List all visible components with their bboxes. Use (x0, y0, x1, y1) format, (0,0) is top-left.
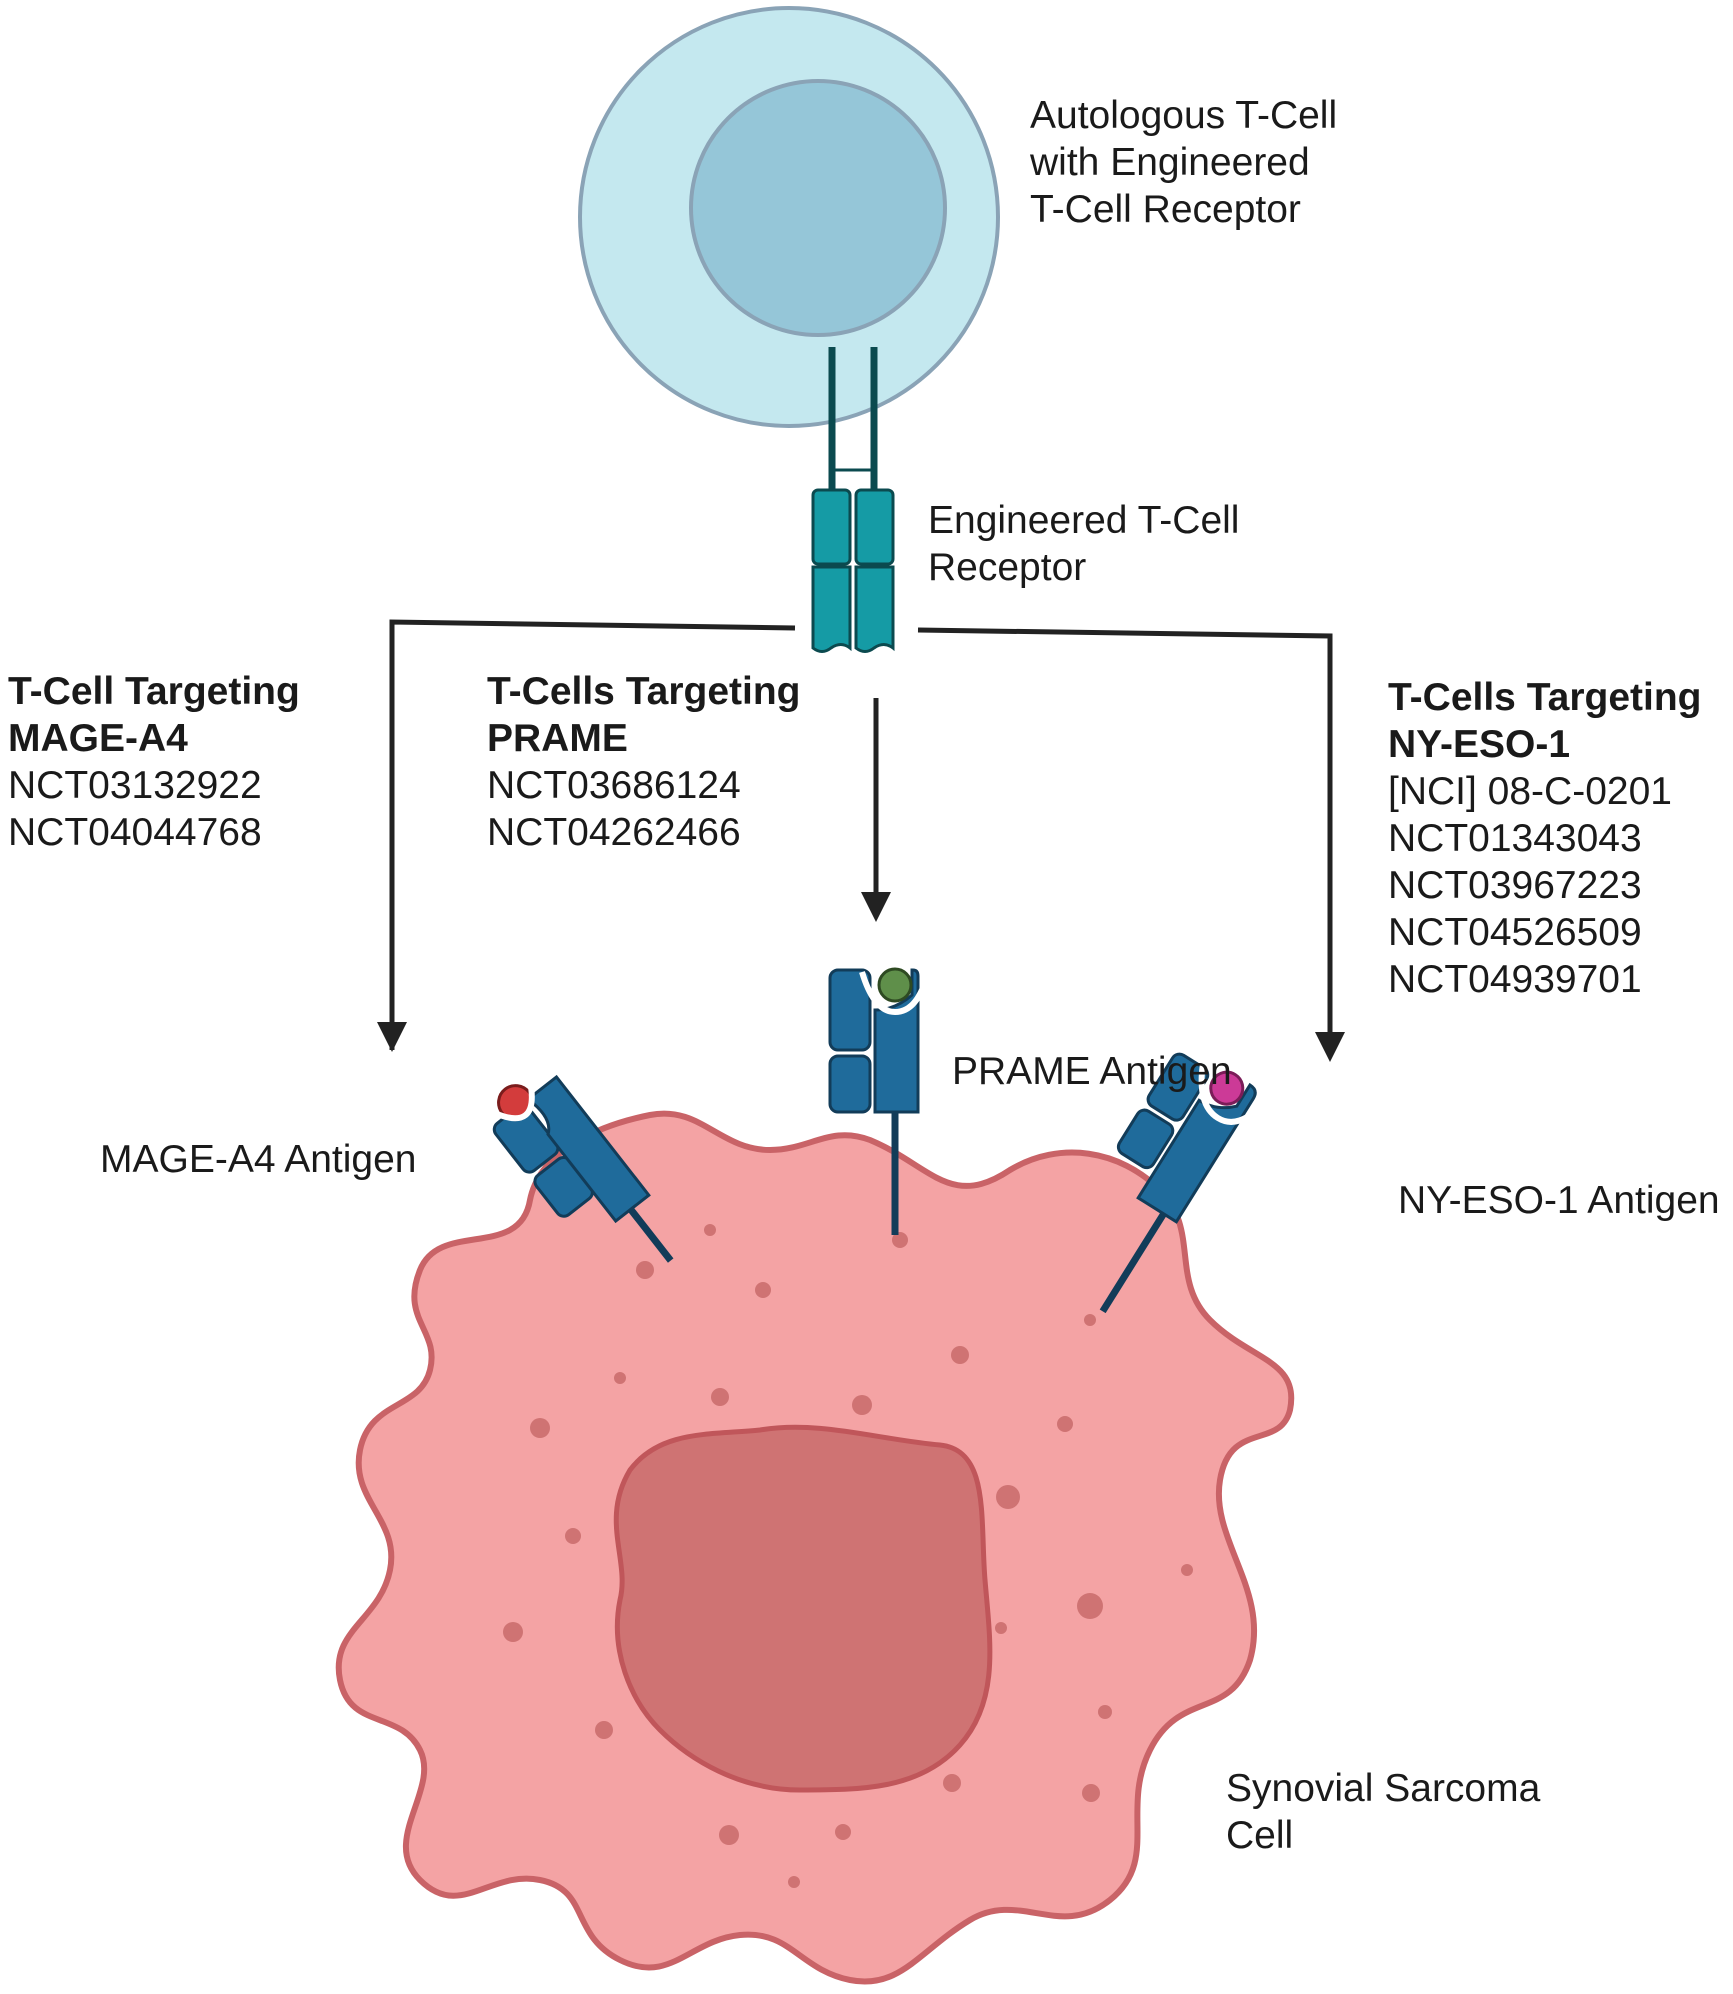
granule (755, 1282, 771, 1298)
mage-a4-antigen (492, 1074, 674, 1263)
prame-targeting-group: T-Cells Targeting PRAME NCT03686124 NCT0… (487, 668, 801, 856)
granule (852, 1395, 872, 1415)
mage-a4-antigen-text: MAGE-A4 Antigen (100, 1138, 417, 1181)
receptor-label-line-2: Receptor (928, 546, 1087, 589)
ny-eso-1-trial-3: NCT03967223 (1388, 864, 1642, 907)
prame-trial-1: NCT03686124 (487, 764, 741, 807)
granule (835, 1824, 851, 1840)
ny-eso-1-antigen-label: NY-ESO-1 Antigen (1398, 1177, 1720, 1224)
granule (503, 1622, 523, 1642)
granule (995, 1622, 1007, 1634)
mage-a4-heading-line-1: T-Cell Targeting (8, 670, 300, 713)
granule (614, 1372, 626, 1384)
mage-a4-heading-line-2: MAGE-A4 (8, 717, 188, 760)
granule (1084, 1314, 1096, 1326)
granule (565, 1528, 581, 1544)
ny-eso-1-trial-5: NCT04939701 (1388, 958, 1642, 1001)
engineered-tcr (811, 347, 895, 653)
granule (530, 1418, 550, 1438)
ny-eso-1-targeting-group: T-Cells Targeting NY-ESO-1 [NCI] 08-C-02… (1388, 674, 1702, 1003)
t-cell-label-line-1: Autologous T-Cell (1030, 94, 1338, 137)
prame-antigen-text: PRAME Antigen (952, 1050, 1232, 1093)
mage-a4-trial-1: NCT03132922 (8, 764, 262, 807)
granule (788, 1876, 800, 1888)
prame-antigen-label: PRAME Antigen (952, 1048, 1232, 1095)
sarcoma-cell-nucleus (613, 1424, 993, 1793)
prame-heading-line-1: T-Cells Targeting (487, 670, 801, 713)
granule (595, 1721, 613, 1739)
granule (704, 1224, 716, 1236)
sarcoma-label-line-1: Synovial Sarcoma (1226, 1767, 1541, 1810)
t-cell-nucleus (689, 79, 947, 337)
ny-eso-1-antigen (1099, 1052, 1269, 1314)
granule (636, 1261, 654, 1279)
ny-eso-1-trial-2: NCT01343043 (1388, 817, 1642, 860)
granule (996, 1485, 1020, 1509)
granule (1057, 1416, 1073, 1432)
granule (951, 1346, 969, 1364)
granule (711, 1388, 729, 1406)
prame-trial-2: NCT04262466 (487, 811, 741, 854)
ny-eso-1-antigen-text: NY-ESO-1 Antigen (1398, 1179, 1720, 1222)
arrow-to-mage-a4 (389, 619, 796, 1050)
sarcoma-label-line-2: Cell (1226, 1814, 1294, 1857)
receptor-label: Engineered T-Cell Receptor (928, 497, 1239, 591)
cytoplasm-granules (503, 1224, 1193, 1888)
t-cell (578, 6, 1000, 428)
arrow-to-ny-eso-1 (917, 627, 1333, 1040)
targeting-arrows (377, 619, 1345, 1062)
mage-a4-trial-2: NCT04044768 (8, 811, 262, 854)
receptor-label-line-1: Engineered T-Cell (928, 499, 1240, 542)
prame-heading-line-2: PRAME (487, 717, 628, 760)
t-cell-label-line-3: T-Cell Receptor (1030, 188, 1301, 231)
ny-eso-1-trial-1: [NCI] 08-C-0201 (1388, 770, 1672, 813)
ny-eso-1-heading-line-1: T-Cells Targeting (1388, 676, 1702, 719)
mage-a4-targeting-group: T-Cell Targeting MAGE-A4 NCT03132922 NCT… (8, 668, 300, 856)
synovial-sarcoma-cell (335, 1110, 1295, 1985)
ny-eso-1-heading-line-2: NY-ESO-1 (1388, 723, 1571, 766)
ny-eso-1-trial-4: NCT04526509 (1388, 911, 1642, 954)
mage-a4-antigen-label: MAGE-A4 Antigen (100, 1136, 417, 1183)
granule (1082, 1784, 1100, 1802)
t-cell-label: Autologous T-Cell with Engineered T-Cell… (1030, 92, 1337, 233)
prame-antigen (828, 967, 931, 1235)
granule (1077, 1593, 1103, 1619)
granule (719, 1825, 739, 1845)
sarcoma-cell-label: Synovial Sarcoma Cell (1226, 1765, 1540, 1859)
granule (1181, 1564, 1193, 1576)
granule (943, 1774, 961, 1792)
granule (1098, 1705, 1112, 1719)
t-cell-label-line-2: with Engineered (1030, 141, 1310, 184)
granule (892, 1232, 908, 1248)
